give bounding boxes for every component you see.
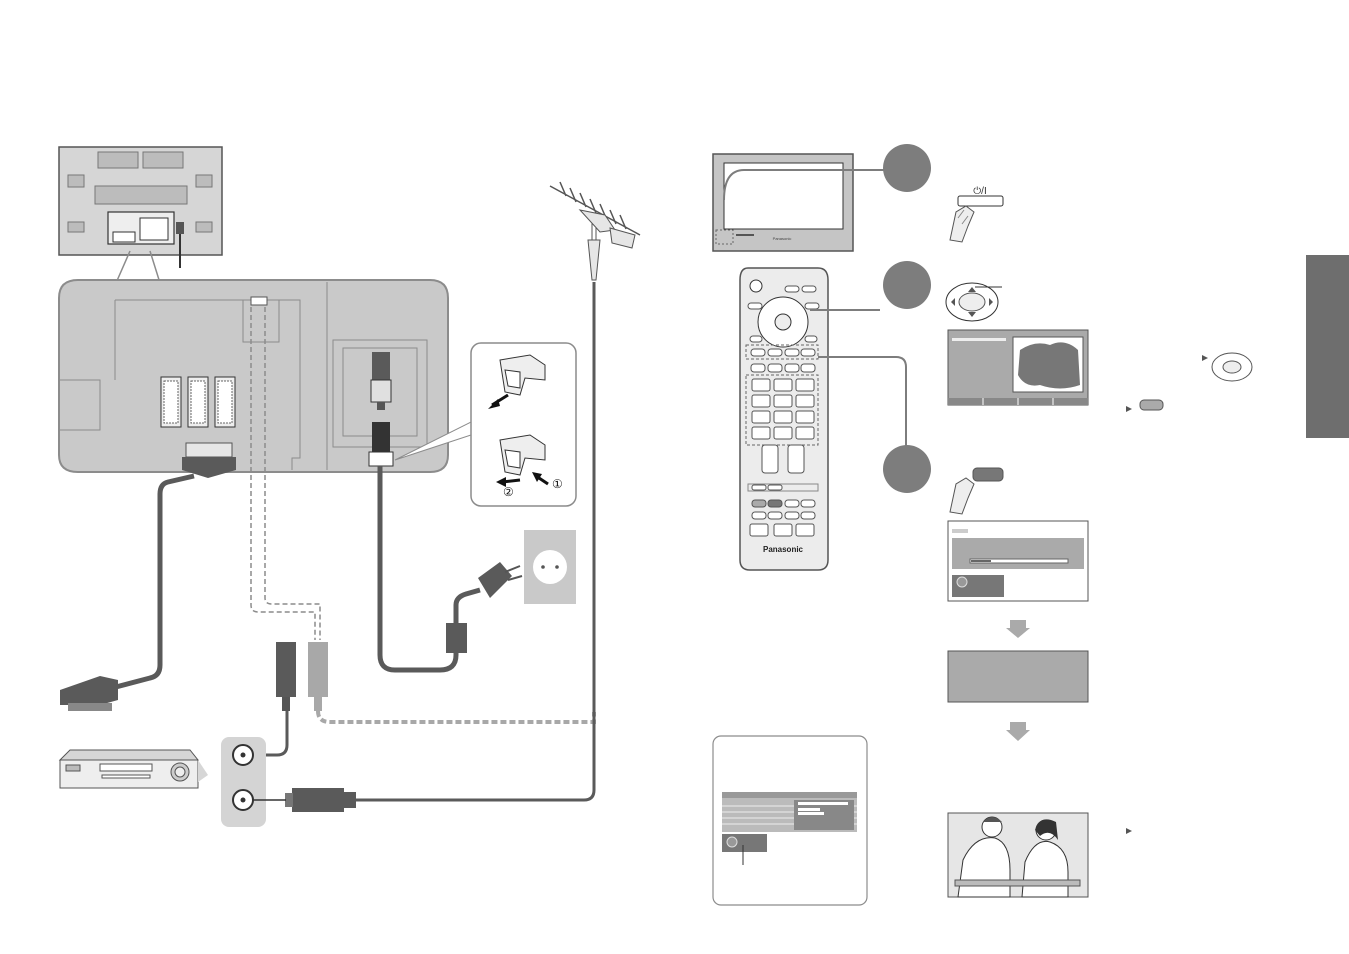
step-circle-2 (883, 261, 931, 309)
cable-clamp-icon (470, 342, 577, 507)
country-select-screen (947, 329, 1089, 406)
tv-rear-panel-icon (58, 146, 223, 268)
callout-number-2: ② (503, 485, 514, 499)
side-tab (1306, 255, 1349, 438)
power-key-symbol: ⏻/I (973, 186, 986, 197)
connection-panel (58, 279, 449, 478)
power-key (957, 195, 1004, 207)
scart-socket-icon (160, 376, 236, 428)
power-cord-icon (368, 352, 394, 467)
step-circle-3 (883, 445, 931, 493)
manual-tuning-inset (712, 735, 868, 906)
arrow-down-icon (1006, 620, 1030, 638)
step-circle-1 (883, 144, 931, 192)
auto-setup-screen (947, 520, 1089, 602)
tv-brand-label: Panasonic (773, 236, 792, 241)
arrow-down-icon (1006, 722, 1030, 741)
progress-screen (947, 650, 1089, 703)
hand-press-icon (949, 205, 975, 243)
tv-front-icon: Panasonic (712, 153, 854, 252)
vcr-icon (58, 749, 208, 789)
antenna-icon (549, 181, 641, 281)
cursor-pad-icon (945, 282, 999, 322)
rf-cable-icon (285, 788, 356, 812)
news-anchors-image (947, 812, 1089, 898)
wall-outlet-icon (524, 530, 576, 604)
remote-control-icon: Panasonic (739, 267, 829, 571)
callout-number-1: ① (552, 477, 563, 491)
remote-brand-label: Panasonic (763, 545, 804, 554)
